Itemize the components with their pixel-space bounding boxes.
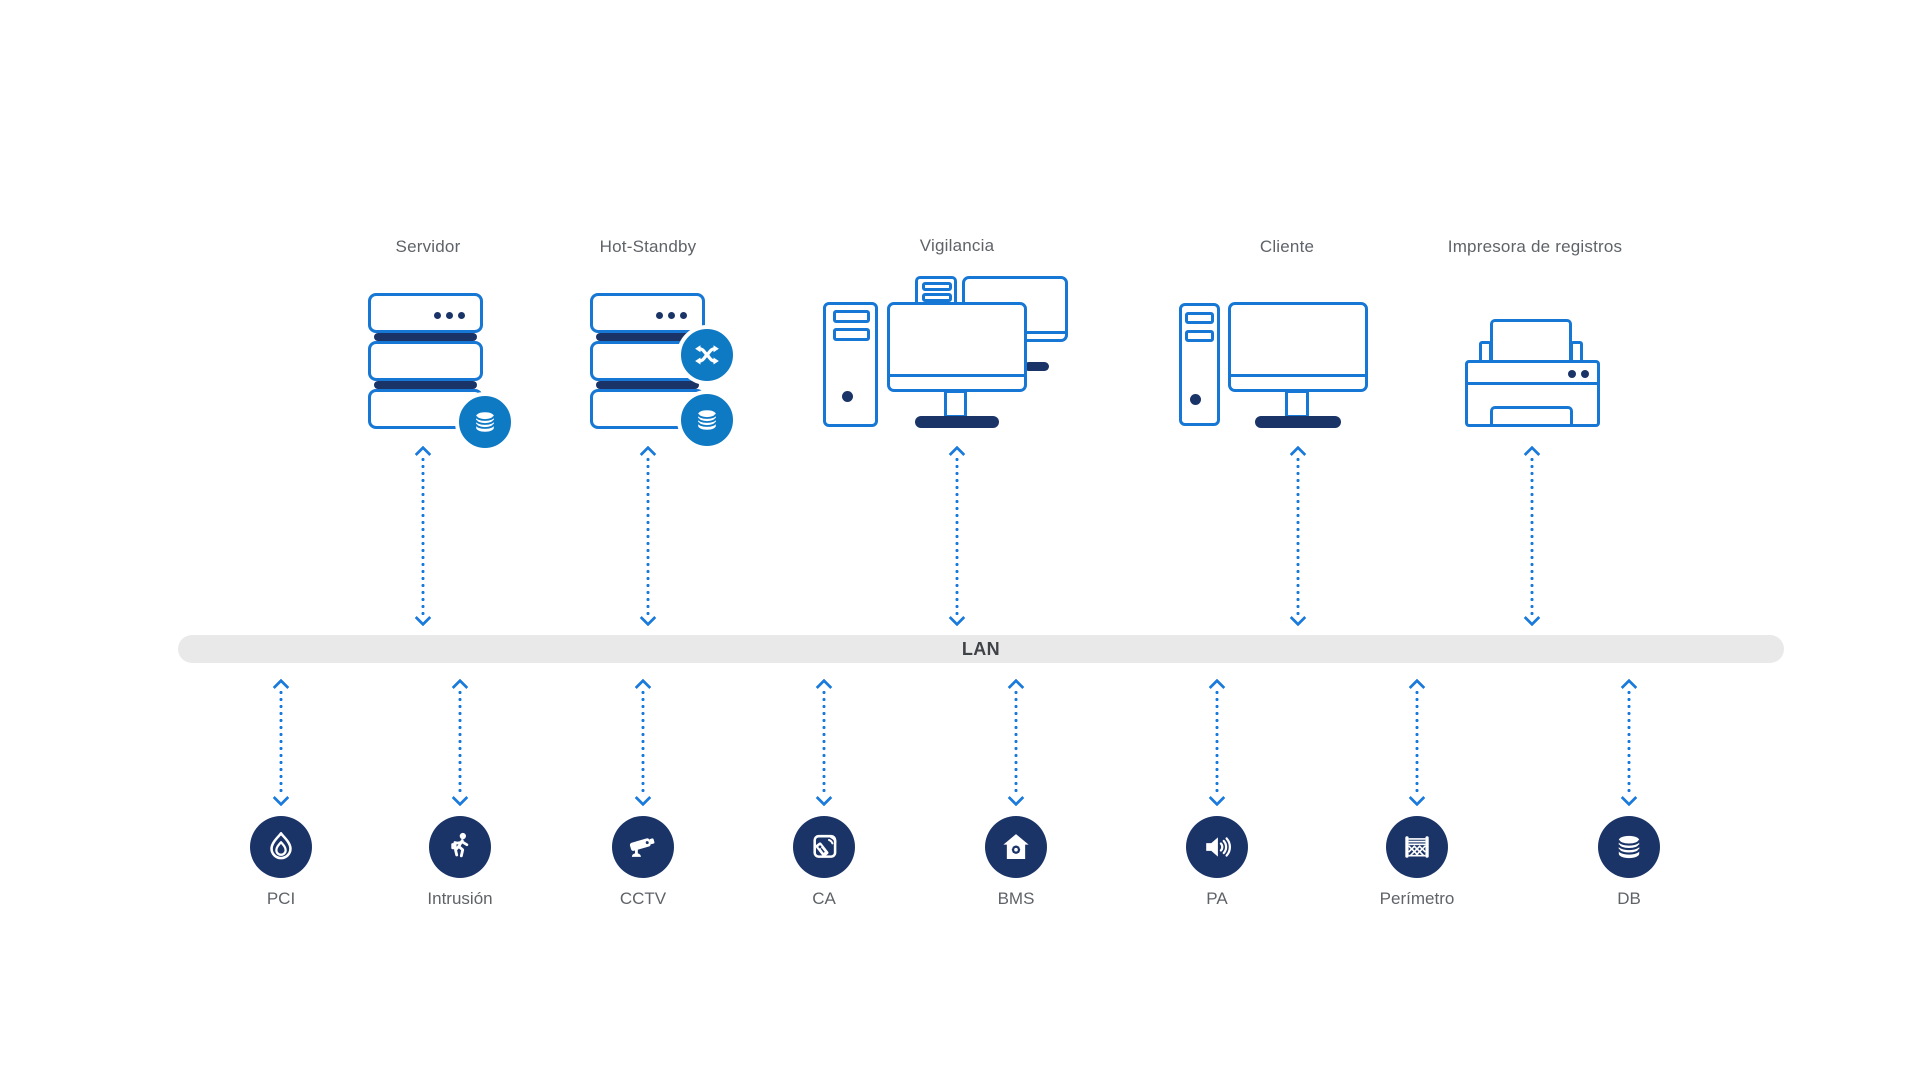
connector-arrow [1005, 678, 1027, 807]
database-badge-icon [677, 390, 737, 450]
monitor-base [1255, 416, 1341, 428]
connector-arrow [946, 445, 968, 627]
hot-standby-label: Hot-Standby [599, 237, 697, 256]
lan-bus: LAN [178, 635, 1784, 663]
connector-arrow [270, 678, 292, 807]
front-monitor-icon [887, 302, 1027, 392]
tower-pc-icon [823, 302, 878, 427]
connector-arrow [637, 445, 659, 627]
home-gear-icon [985, 816, 1047, 878]
shuffle-badge-icon [677, 325, 737, 385]
rear-monitor-stand [1024, 362, 1049, 371]
ca-label: CA [812, 889, 836, 908]
connector-arrow [412, 445, 434, 627]
database-icon [1598, 816, 1660, 878]
connector-arrow [449, 678, 471, 807]
server-divider [374, 333, 477, 341]
tower-pc-icon [1179, 303, 1220, 426]
server-unit [590, 293, 705, 333]
server-divider [596, 381, 699, 389]
impresora-label: Impresora de registros [1447, 237, 1623, 256]
vigilancia-label: Vigilancia [919, 236, 995, 255]
fire-icon [250, 816, 312, 878]
connector-arrow [813, 678, 835, 807]
server-divider [596, 333, 699, 341]
db-label: DB [1617, 889, 1641, 908]
bms-label: BMS [997, 889, 1035, 908]
perimetro-label: Perímetro [1379, 889, 1455, 908]
connector-arrow [1618, 678, 1640, 807]
access-card-icon [793, 816, 855, 878]
connector-arrow [1206, 678, 1228, 807]
cctv-camera-icon [612, 816, 674, 878]
monitor-neck [944, 390, 967, 418]
fence-icon [1386, 816, 1448, 878]
monitor-neck [1285, 390, 1309, 418]
connector-arrow [632, 678, 654, 807]
connector-arrow [1406, 678, 1428, 807]
printer-led [1581, 370, 1589, 378]
server-unit [368, 293, 483, 333]
connector-arrow [1287, 445, 1309, 627]
running-person-icon [429, 816, 491, 878]
pa-label: PA [1206, 889, 1228, 908]
servidor-label: Servidor [395, 237, 461, 256]
server-divider [374, 381, 477, 389]
speaker-icon [1186, 816, 1248, 878]
connector-arrow [1521, 445, 1543, 627]
cctv-label: CCTV [619, 889, 667, 908]
printer-led [1568, 370, 1576, 378]
server-leds [656, 312, 687, 319]
printer-paper [1490, 319, 1572, 363]
monitor-icon [1228, 302, 1368, 392]
monitor-base [915, 416, 999, 428]
intrusion-label: Intrusión [427, 889, 493, 908]
server-unit [368, 341, 483, 381]
pci-label: PCI [266, 889, 296, 908]
server-leds [434, 312, 465, 319]
printer-tray [1490, 406, 1573, 427]
cliente-label: Cliente [1259, 237, 1315, 256]
database-badge-icon [455, 392, 515, 452]
lan-label: LAN [961, 638, 1001, 659]
